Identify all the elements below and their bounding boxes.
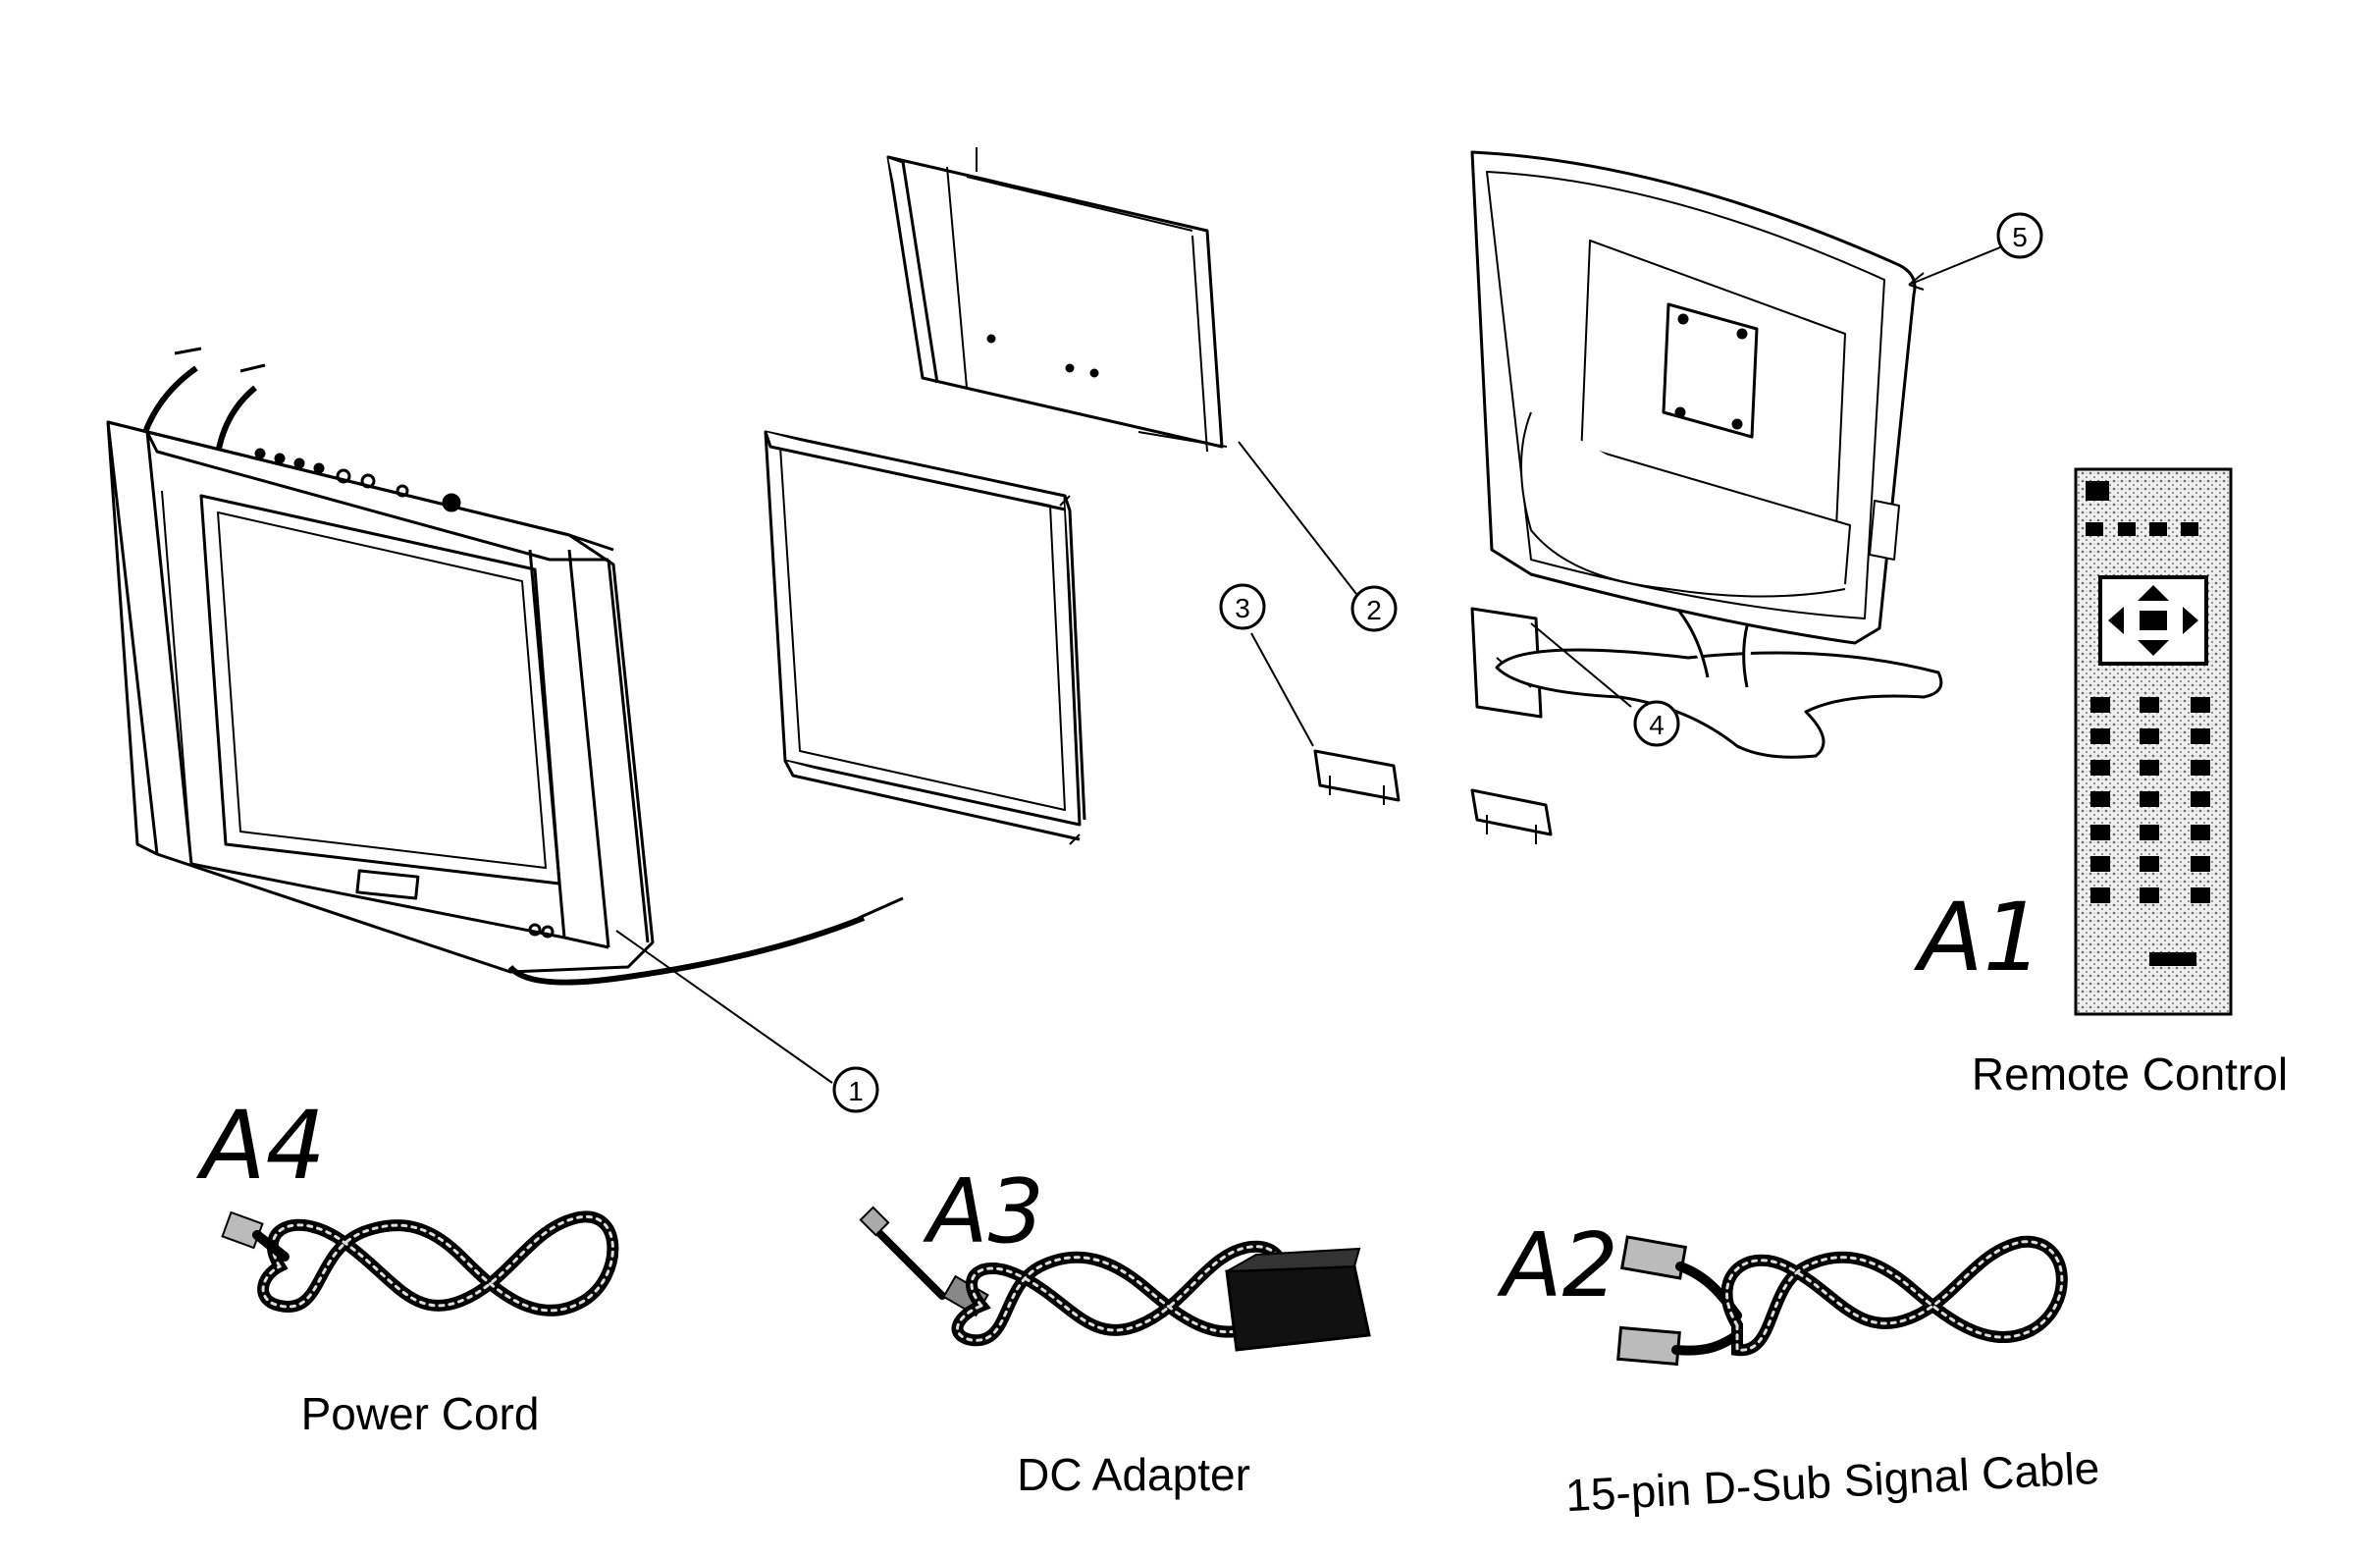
dsub-cable-accessory <box>1616 1235 2068 1367</box>
dc-adapter-caption: DC Adapter <box>1017 1449 1250 1500</box>
callout-4-label: 4 <box>1649 710 1665 740</box>
hinge-brackets <box>1313 749 1553 844</box>
a1-code: A1 <box>1913 883 2043 993</box>
dsub-cable-caption: 15-pin D-Sub Signal Cable <box>1564 1442 2101 1521</box>
callout-3-label: 3 <box>1235 593 1250 623</box>
callout-1-label: 1 <box>848 1076 864 1106</box>
callout-2: 2 <box>1350 585 1398 632</box>
callout-2-label: 2 <box>1366 595 1382 625</box>
remote-control-accessory <box>2074 467 2233 1016</box>
callout-5-label: 5 <box>2012 222 2028 252</box>
dc-adapter-accessory <box>859 1206 1371 1352</box>
rear-cover <box>1470 150 1917 645</box>
a2-code: A2 <box>1497 1214 1618 1317</box>
callout-3: 3 <box>1219 583 1266 630</box>
power-cord-caption: Power Cord <box>301 1388 540 1439</box>
callout-5: 5 <box>1996 212 2043 259</box>
lcd-panel-frame <box>764 430 1086 845</box>
callout-1: 1 <box>832 1066 879 1113</box>
remote-control-caption: Remote Control <box>1972 1048 2288 1100</box>
callout-leaders <box>615 246 2001 1084</box>
front-bezel-part <box>106 347 904 986</box>
callout-4: 4 <box>1633 700 1680 747</box>
a4-code: A4 <box>195 1091 326 1201</box>
main-board-chassis <box>886 147 1228 453</box>
power-cord-accessory <box>221 1210 619 1316</box>
a3-code: A3 <box>923 1160 1044 1263</box>
